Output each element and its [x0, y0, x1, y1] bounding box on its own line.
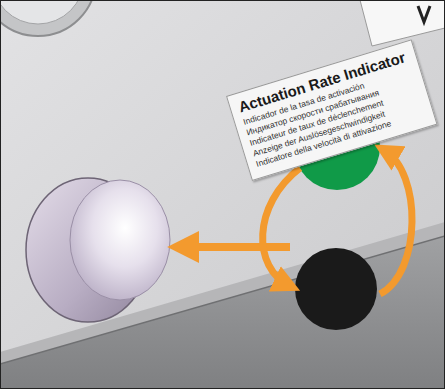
press-arrow: [180, 243, 290, 251]
black-indicator: [295, 248, 377, 330]
button-dome: [70, 180, 170, 300]
gauge-face: [0, 0, 84, 24]
cycle-arrow: [263, 168, 300, 286]
cycle-arrow: [380, 150, 412, 294]
gauge-ring: [0, 0, 96, 36]
down-arrow-symbol: [418, 6, 430, 22]
warning-label: [360, 0, 445, 46]
